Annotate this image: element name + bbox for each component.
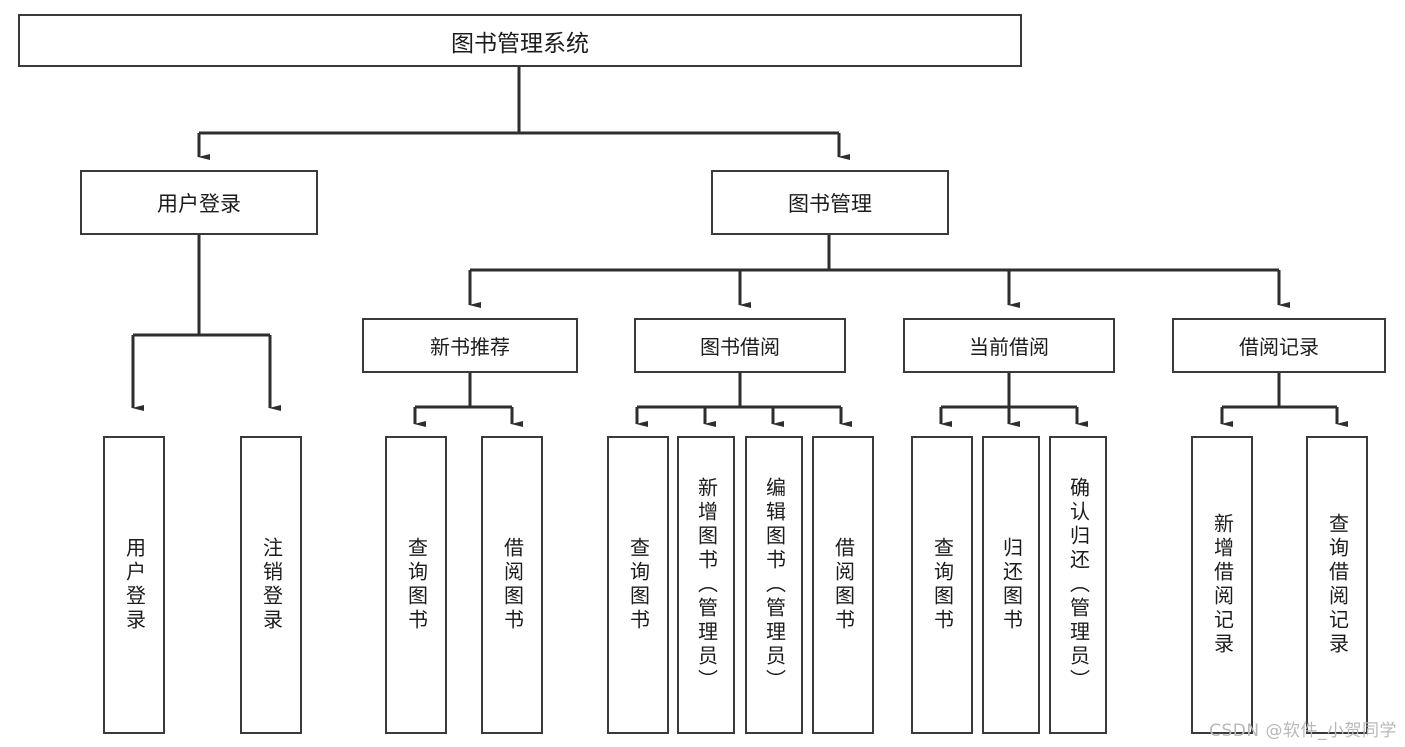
leaf-borrow-book-recommend-label: 借阅图书 (500, 537, 525, 633)
node-book-borrow-label: 图书借阅 (700, 335, 780, 359)
leaf-query-book-current[interactable]: 查询图书 (911, 436, 973, 734)
leaf-confirm-return-admin[interactable]: 确认归还（管理员） (1049, 436, 1107, 734)
node-book-management-label: 图书管理 (788, 191, 872, 216)
node-current-borrow[interactable]: 当前借阅 (903, 318, 1115, 373)
leaf-user-login[interactable]: 用户登录 (103, 436, 165, 734)
leaf-add-borrow-record[interactable]: 新增借阅记录 (1191, 436, 1253, 734)
leaf-add-book-admin-label: 新增图书（管理员） (694, 477, 719, 693)
leaf-query-book-current-label: 查询图书 (930, 537, 955, 633)
leaf-edit-book-admin-label: 编辑图书（管理员） (762, 477, 787, 693)
node-book-management[interactable]: 图书管理 (711, 170, 949, 235)
node-new-book-recommend-label: 新书推荐 (430, 335, 510, 359)
leaf-borrow-book-recommend[interactable]: 借阅图书 (481, 436, 543, 734)
leaf-edit-book-admin[interactable]: 编辑图书（管理员） (745, 436, 803, 734)
leaf-user-login-label: 用户登录 (122, 537, 147, 633)
node-root-label: 图书管理系统 (451, 30, 589, 57)
leaf-query-book-recommend[interactable]: 查询图书 (385, 436, 447, 734)
node-new-book-recommend[interactable]: 新书推荐 (362, 318, 578, 373)
leaf-borrow-book[interactable]: 借阅图书 (812, 436, 874, 734)
leaf-return-book-label: 归还图书 (999, 537, 1024, 633)
node-user-login-label: 用户登录 (157, 191, 241, 216)
leaf-query-book-recommend-label: 查询图书 (404, 537, 429, 633)
node-current-borrow-label: 当前借阅 (969, 335, 1049, 359)
leaf-add-borrow-record-label: 新增借阅记录 (1210, 513, 1235, 657)
leaf-logout[interactable]: 注销登录 (240, 436, 302, 734)
node-root-system[interactable]: 图书管理系统 (18, 14, 1022, 67)
node-borrow-records[interactable]: 借阅记录 (1172, 318, 1386, 373)
leaf-confirm-return-admin-label: 确认归还（管理员） (1066, 477, 1091, 693)
node-user-login[interactable]: 用户登录 (80, 170, 318, 235)
leaf-query-book-borrow-label: 查询图书 (626, 537, 651, 633)
leaf-query-borrow-record-label: 查询借阅记录 (1325, 513, 1350, 657)
leaf-add-book-admin[interactable]: 新增图书（管理员） (677, 436, 735, 734)
node-borrow-records-label: 借阅记录 (1239, 335, 1319, 359)
watermark: CSDN @软件_小贺同学 (1209, 721, 1397, 741)
node-book-borrow[interactable]: 图书借阅 (634, 318, 846, 373)
leaf-query-book-borrow[interactable]: 查询图书 (607, 436, 669, 734)
leaf-borrow-book-label: 借阅图书 (831, 537, 856, 633)
leaf-return-book[interactable]: 归还图书 (982, 436, 1040, 734)
leaf-query-borrow-record[interactable]: 查询借阅记录 (1306, 436, 1368, 734)
leaf-logout-label: 注销登录 (259, 537, 284, 633)
